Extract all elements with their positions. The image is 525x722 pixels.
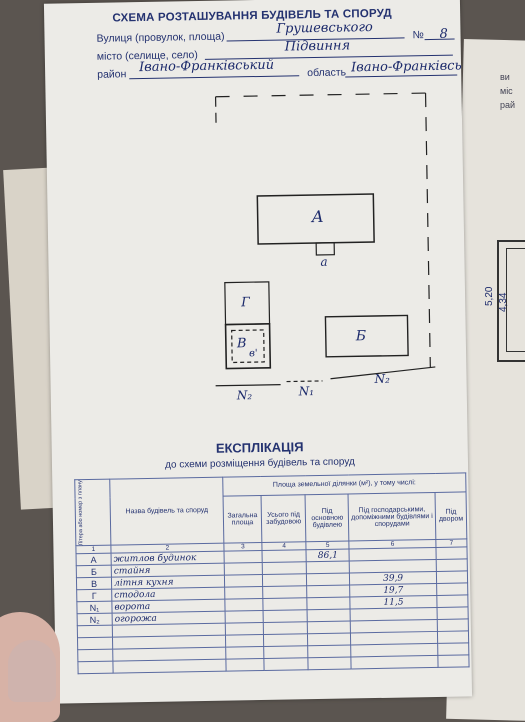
cell-under [263, 634, 309, 647]
cell-under [262, 598, 308, 611]
document-page: СХЕМА РОЗТАШУВАННЯ БУДІВЕЛЬ ТА СПОРУД Ву… [43, 0, 473, 704]
cell-under [261, 550, 307, 563]
cell-name [112, 659, 227, 674]
cell-letter [77, 637, 113, 651]
gate [286, 380, 323, 383]
header-letter: Літера або номер з плану [74, 479, 111, 547]
building-b [324, 314, 409, 358]
cell-under [262, 586, 308, 599]
cell-letter: N₂ [77, 613, 113, 627]
background-line-3: рай [500, 100, 516, 110]
background-dimension-outer: 5,20 [484, 286, 495, 306]
cell-main [308, 657, 352, 671]
cell-main [308, 645, 351, 659]
cell-main [307, 609, 351, 623]
background-line-1: ви [500, 72, 510, 82]
cell-under [263, 610, 308, 623]
cell-yard [436, 547, 468, 560]
label-n2-right: N₂ [374, 371, 390, 387]
cell-total [225, 634, 264, 648]
label-n2-left: N₂ [236, 388, 253, 403]
cell-letter [77, 625, 113, 639]
boundary-left-top [214, 96, 217, 127]
background-dimension-inner: 4,34 [498, 292, 509, 312]
cell-under [263, 658, 309, 671]
building-v [224, 323, 272, 370]
cell-aux [350, 655, 439, 670]
fence-left [215, 384, 281, 387]
cell-letter: N₁ [76, 601, 113, 615]
site-plan [214, 92, 436, 387]
cell-main [307, 585, 350, 599]
cell-total [225, 622, 264, 636]
cell-letter: А [76, 553, 112, 567]
cell-letter: В [76, 577, 112, 591]
header-auxiliary: Під господарськими, допоміжними будівлям… [348, 492, 436, 542]
fingernail [8, 640, 56, 702]
background-floor-plan [497, 240, 525, 362]
explication-table: Літера або номер з плану Назва будівель … [74, 472, 470, 675]
cell-yard [437, 607, 469, 620]
label-porch-v: в' [248, 348, 258, 360]
cell-total [225, 646, 264, 660]
background-line-2: міс [500, 86, 513, 96]
cell-letter: Г [76, 589, 112, 603]
cell-main [307, 621, 351, 635]
cell-main: 86,1 [306, 549, 350, 563]
cell-total [224, 586, 263, 600]
cell-total [224, 550, 263, 564]
cell-letter [77, 649, 113, 663]
cell-yard [436, 583, 468, 596]
label-porch-a: а [320, 254, 328, 269]
cell-main [307, 633, 351, 647]
cell-total [225, 658, 265, 672]
label-a: А [311, 206, 324, 227]
cell-under [262, 574, 308, 587]
cell-yard [437, 643, 469, 656]
header-under-buildings: Усього під забудовою [261, 494, 307, 543]
boundary-right [424, 93, 431, 368]
cell-under [263, 622, 308, 635]
fence-right [330, 366, 436, 380]
cell-letter: Б [76, 565, 112, 579]
cell-total [224, 574, 263, 588]
cell-main [306, 573, 350, 587]
background-sheet-text: ви міс рай [500, 70, 515, 112]
cell-under [263, 646, 309, 659]
label-g: Г [241, 295, 250, 311]
cell-yard [436, 571, 468, 584]
cell-main [306, 561, 350, 575]
header-yard: Під двором [435, 491, 467, 540]
boundary-top [215, 92, 426, 98]
cell-yard [436, 595, 469, 608]
header-total: Загальна площа [223, 495, 262, 544]
cell-letter [77, 661, 114, 675]
cell-total [224, 562, 263, 576]
porch-a [315, 242, 335, 256]
cell-total [225, 610, 264, 624]
cell-main [307, 597, 351, 611]
header-main-building: Під основною будівлею [305, 493, 349, 543]
header-name: Назва будівель та споруд [109, 477, 224, 546]
cell-yard [437, 655, 470, 668]
cell-under [262, 562, 307, 575]
label-n1: N₁ [298, 384, 315, 399]
label-v: В [236, 336, 247, 352]
cell-yard [436, 559, 468, 572]
cell-yard [437, 631, 469, 644]
building-v-inner [231, 329, 265, 364]
cell-total [224, 598, 264, 612]
label-b: Б [355, 328, 367, 345]
cell-yard [437, 619, 469, 632]
background-floor-plan-inner [506, 248, 525, 352]
